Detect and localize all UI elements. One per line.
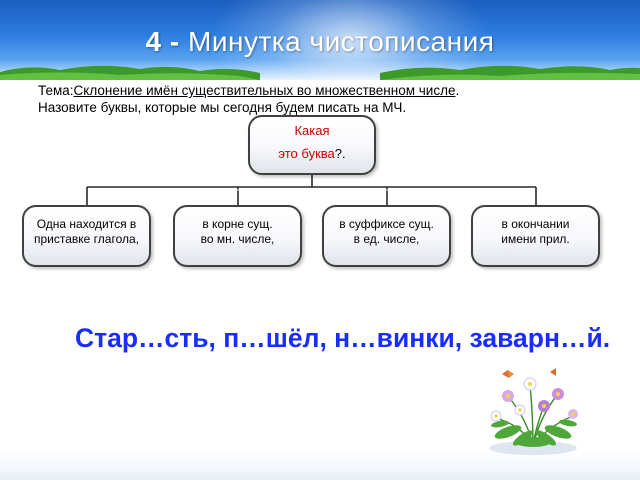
intro-text: Тема:Склонение имён существительных во м… [38,82,459,116]
topic-prefix: Тема: [38,83,74,98]
exercise-words: Стар…сть, п…шёл, н…винки, заварн…й. [75,323,611,353]
root-line-2: это буква?. [250,142,374,165]
child-line-1: в суффиксе сущ. [339,217,434,231]
topic-suffix: . [455,83,460,98]
child-line-2: во мн. числе, [200,232,275,246]
root-line-1: Какая [294,123,330,138]
diagram-child-box-root: в корне сущ. во мн. числе, [173,205,302,267]
diagram-root-box: Какая это буква?. [248,115,376,175]
title-number: 4 - [145,26,180,57]
child-line-1: Одна находится в [36,217,137,231]
page-title: 4 - Минутка чистописания [0,26,640,58]
child-line-2: имени прил. [501,232,570,246]
diagram-child-box-suffix: в суффиксе сущ. в ед. числе, [322,205,451,267]
diagram-child-box-prefix: Одна находится в приставке глагола, [22,205,151,267]
root-line-2-text: это буква [278,146,335,161]
root-question-mark: ?. [334,146,346,161]
task-line: Назовите буквы, которые мы сегодня будем… [38,100,407,115]
topic-line: Тема:Склонение имён существительных во м… [38,82,459,99]
banner-glow [210,0,490,80]
grass-decoration [0,65,640,80]
diagram-child-box-ending: в окончании имени прил. [471,205,600,267]
topic-text: Склонение имён существительных во множес… [73,83,456,98]
child-line-2: в ед. числе, [353,232,420,246]
child-line-1: в окончании [501,217,570,231]
title-text: Минутка чистописания [188,26,495,57]
child-line-1: в корне сущ. [202,217,273,231]
title-banner: 4 - Минутка чистописания [0,0,640,80]
flower-bouquet-image [489,368,578,455]
child-line-2: приставке глагола, [34,232,139,246]
